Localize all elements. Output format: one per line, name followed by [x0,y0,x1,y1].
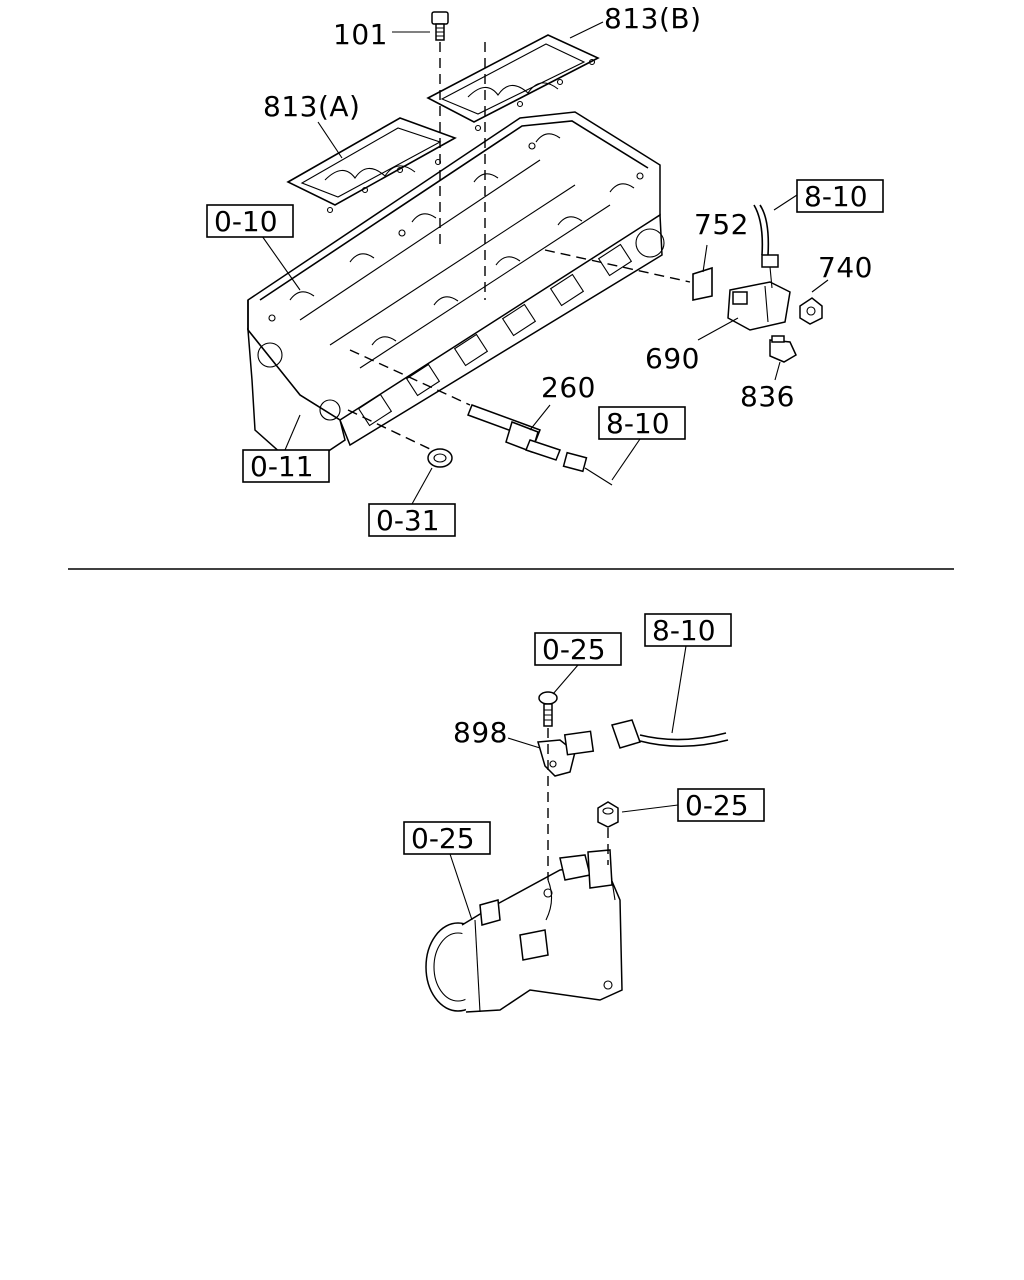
ref-0-25-nut: 0-25 [685,789,749,822]
upper-callouts: 101 813(B) 813(A) 752 740 690 836 260 [263,2,873,431]
ref-8-10-top: 8-10 [804,180,868,213]
ref-0-11: 0-11 [250,450,314,483]
callout-898: 898 [453,716,508,749]
ref-box-0-10 [206,204,294,238]
nut-0-25 [597,801,619,828]
ref-box-8-10-lower [644,613,732,647]
lower-callouts: 898 0-25 8-10 0-25 0-25 [403,613,765,921]
bolt-836 [769,335,797,363]
ref-0-31: 0-31 [376,504,440,537]
callout-690: 690 [645,342,700,375]
gasket-813b [426,34,600,132]
gasket-752 [692,266,713,301]
ref-box-8-10-top [796,179,884,213]
cylinder-head [247,111,665,471]
bolt-101 [431,11,449,41]
harness-8-10 [611,719,729,749]
ref-8-10-lower: 8-10 [652,614,716,647]
ref-box-0-25-body [403,821,491,855]
callout-260: 260 [541,371,596,404]
callout-740: 740 [818,251,873,284]
upper-ref-boxes: 0-10 8-10 8-10 0-11 0-31 [206,179,884,537]
callout-101: 101 [333,18,388,51]
ref-0-10: 0-10 [214,205,278,238]
ref-0-25-body: 0-25 [411,822,475,855]
callout-752: 752 [694,208,749,241]
callout-836: 836 [740,380,795,413]
ref-box-0-25-nut [677,788,765,822]
ref-box-0-11 [242,449,330,483]
ref-box-0-31 [368,503,456,537]
sensor-260 [467,404,561,461]
ref-0-25-screw: 0-25 [542,633,606,666]
sensor-898 [537,730,595,777]
callout-813a: 813(A) [263,90,360,123]
ref-8-10-mid: 8-10 [606,407,670,440]
ref-box-0-25-screw [534,632,622,666]
nut-740 [799,297,823,325]
ref-box-8-10-mid [598,406,686,440]
sensor-690 [727,281,791,331]
plug-0-31 [427,448,453,468]
screw-0-25 [538,691,558,727]
callout-813b: 813(B) [604,2,702,35]
intake-body [425,849,623,1013]
